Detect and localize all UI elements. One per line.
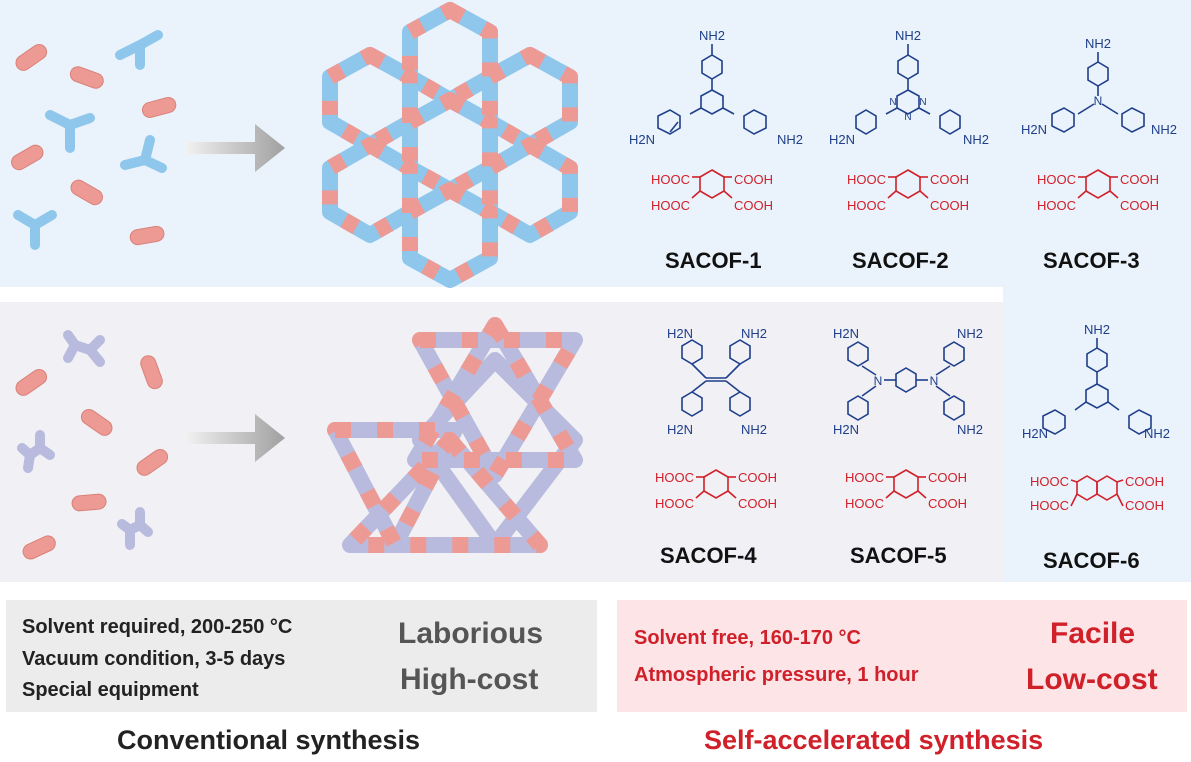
sacof4-nh2-br: NH2	[741, 422, 767, 437]
sacof4-nh2-tr: NH2	[741, 326, 767, 341]
arrow-top-icon	[185, 124, 285, 172]
sacof3-center-n: N	[1094, 94, 1103, 108]
sacof1-nh2-left: H2N	[629, 132, 655, 147]
sacof5-acid-2: COOH	[928, 470, 967, 485]
sacof2-triazine-n2: N	[919, 97, 926, 108]
sacof1-acid-2: COOH	[734, 172, 773, 187]
sacof2-acid-3: HOOC	[847, 198, 886, 213]
sacof5-nh2-tl: H2N	[833, 326, 859, 341]
sacof3-acid-2: COOH	[1120, 172, 1159, 187]
sacof5-nh2-br: NH2	[957, 422, 983, 437]
sacof2-label: SACOF-2	[852, 248, 949, 273]
facile-tag: Facile	[1050, 617, 1136, 650]
sacof4-nh2-tl: H2N	[667, 326, 693, 341]
self-accelerated-line-1: Solvent free, 160-170 °C	[634, 627, 861, 649]
sacof4-nh2-bl: H2N	[667, 422, 693, 437]
sacof6-acid-2: COOH	[1125, 474, 1164, 489]
sacof3-label: SACOF-3	[1043, 248, 1140, 273]
conventional-line-3: Special equipment	[22, 679, 199, 701]
sacof4-acid-1: HOOC	[655, 470, 694, 485]
low-cost-tag: Low-cost	[1026, 663, 1158, 696]
monomers-top	[11, 30, 177, 250]
sacof3-nh2-right: NH2	[1151, 122, 1177, 137]
conventional-line-1: Solvent required, 200-250 °C	[22, 616, 293, 638]
sacof6-nh2-left: H2N	[1022, 426, 1048, 441]
sacof5-structure: N N H2N NH2 H2N NH2 HOOC COOH HOOC COOH	[833, 326, 983, 511]
sacof5-n-left: N	[874, 374, 883, 388]
sacof1-nh2-right: NH2	[777, 132, 803, 147]
sacof2-nh2-top: NH2	[895, 28, 921, 43]
monomers-middle	[15, 330, 169, 560]
laborious-tag: Laborious	[398, 617, 544, 650]
sacof5-n-right: N	[930, 374, 939, 388]
sacof5-label: SACOF-5	[850, 543, 947, 568]
sacof4-acid-4: COOH	[738, 496, 777, 511]
sacof2-structure: N N N NH2 H2N NH2 HOOC COOH HOOC COOH	[829, 28, 989, 213]
sacof6-panel	[1003, 287, 1191, 582]
sacof5-acid-3: HOOC	[845, 496, 884, 511]
sacof4-structure: H2N NH2 H2N NH2 HOOC COOH HOOC COOH	[655, 326, 777, 511]
sacof2-acid-2: COOH	[930, 172, 969, 187]
sacof6-acid-3: HOOC	[1030, 498, 1069, 513]
arrow-middle-icon	[185, 414, 285, 462]
sacof6-nh2-top: NH2	[1084, 322, 1110, 337]
conventional-synthesis-title: Conventional synthesis	[117, 725, 421, 755]
conventional-line-2: Vacuum condition, 3-5 days	[22, 648, 286, 670]
sacof1-structure: NH2 H2N NH2 HOOC COOH HOOC COOH	[629, 28, 803, 213]
sacof1-nh2-top: NH2	[699, 28, 725, 43]
sacof1-acid-1: HOOC	[651, 172, 690, 187]
sacof6-acid-1: HOOC	[1030, 474, 1069, 489]
sacof2-acid-4: COOH	[930, 198, 969, 213]
self-accelerated-synthesis-title: Self-accelerated synthesis	[704, 725, 1044, 755]
self-accelerated-line-2: Atmospheric pressure, 1 hour	[634, 664, 919, 686]
kagome-framework	[327, 317, 583, 553]
sacof2-triazine-n3: N	[904, 112, 911, 123]
conventional-conditions-box	[6, 600, 597, 712]
sacof5-nh2-bl: H2N	[833, 422, 859, 437]
synthesis-scheme: NH2 H2N NH2 HOOC COOH HOOC COOH N N N N	[11, 2, 1177, 560]
sacof4-acid-3: HOOC	[655, 496, 694, 511]
sacof5-nh2-tr: NH2	[957, 326, 983, 341]
sacof4-acid-2: COOH	[738, 470, 777, 485]
sacof3-nh2-left: H2N	[1021, 122, 1047, 137]
sacof5-acid-4: COOH	[928, 496, 967, 511]
sacof6-structure: NH2 H2N NH2 HOOC COOH HOOC COOH	[1022, 322, 1170, 513]
sacof4-label: SACOF-4	[660, 543, 757, 568]
sacof1-label: SACOF-1	[665, 248, 762, 273]
sacof3-acid-4: COOH	[1120, 198, 1159, 213]
sacof3-acid-1: HOOC	[1037, 172, 1076, 187]
sacof5-acid-1: HOOC	[845, 470, 884, 485]
sacof2-triazine-n1: N	[889, 97, 896, 108]
self-accelerated-conditions-box	[617, 600, 1187, 712]
sacof6-nh2-right: NH2	[1144, 426, 1170, 441]
sacof3-nh2-top: NH2	[1085, 36, 1111, 51]
sacof3-structure: N NH2 H2N NH2 HOOC COOH HOOC COOH	[1021, 36, 1177, 213]
sacof2-nh2-left: H2N	[829, 132, 855, 147]
sacof3-acid-3: HOOC	[1037, 198, 1076, 213]
sacof1-acid-4: COOH	[734, 198, 773, 213]
sacof6-label: SACOF-6	[1043, 548, 1140, 573]
hexagonal-framework	[322, 2, 578, 288]
sacof2-acid-1: HOOC	[847, 172, 886, 187]
sacof1-acid-3: HOOC	[651, 198, 690, 213]
high-cost-tag: High-cost	[400, 663, 539, 696]
sacof6-acid-4: COOH	[1125, 498, 1164, 513]
sacof2-nh2-right: NH2	[963, 132, 989, 147]
